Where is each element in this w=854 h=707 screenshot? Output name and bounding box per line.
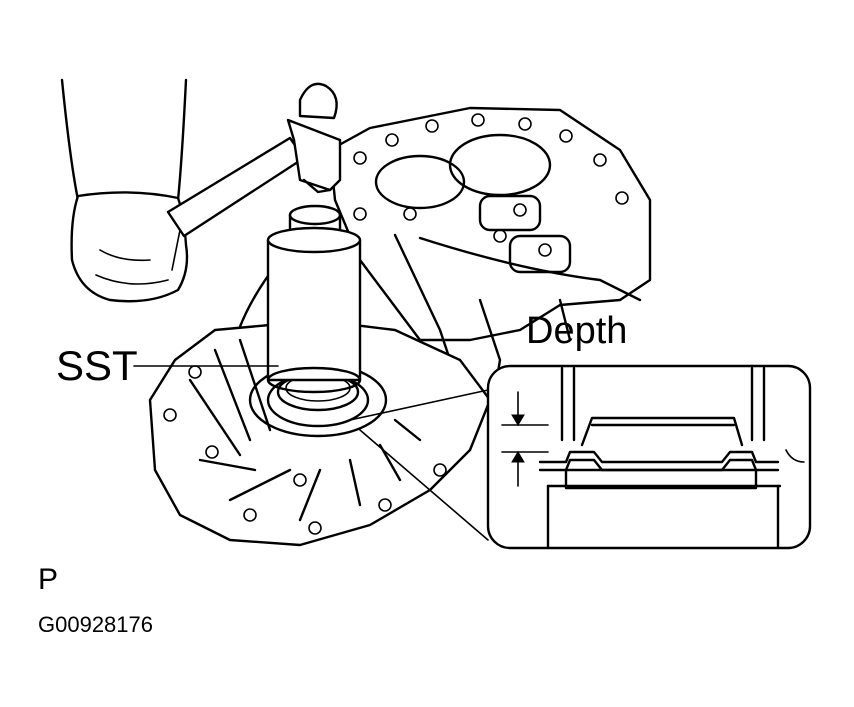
transaxle-case: [228, 106, 652, 422]
lower-housing: [148, 320, 492, 547]
figure-code: G00928176: [38, 612, 153, 637]
flange-bolt-holes: [353, 113, 629, 257]
depth-detail-inset: [486, 364, 812, 550]
view-label: P: [38, 563, 59, 596]
inset-leader-lines: [349, 389, 489, 541]
depth-label: Depth: [526, 310, 628, 352]
sst-tool: [266, 204, 362, 394]
sst-label: SST: [56, 342, 138, 389]
hand-and-hammer: [60, 78, 342, 303]
housing-bolt-holes: [163, 365, 447, 535]
